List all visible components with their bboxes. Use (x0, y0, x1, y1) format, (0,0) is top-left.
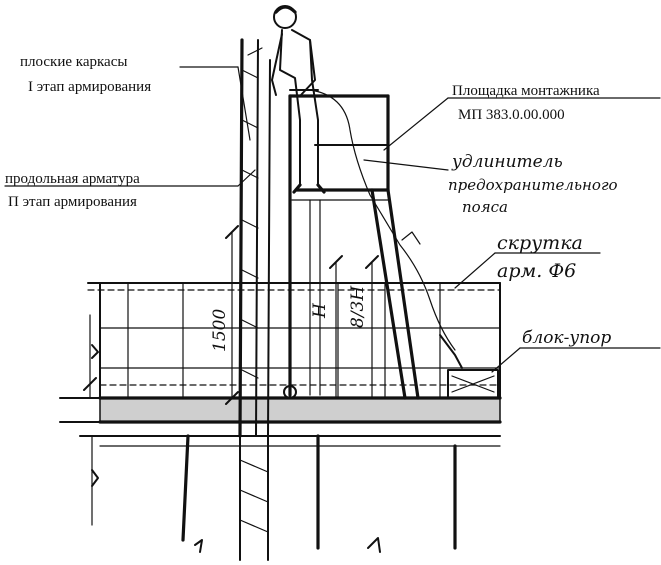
dimension-8-3h: 8/3H (348, 285, 368, 328)
safety-cord (309, 89, 456, 351)
worker-figure (271, 5, 326, 194)
lower-columns (91, 434, 457, 561)
stage-one-label: I этап армирования (28, 79, 152, 95)
dimension-1500: 1500 (210, 308, 230, 352)
section-marks (91, 344, 381, 553)
platform-label: Площадка монтажника (452, 83, 600, 99)
extender-belt-label-2: пояса (462, 198, 508, 216)
extender-belt-label: предохранительного (448, 176, 618, 194)
twist-label: скрутка (497, 232, 583, 254)
leader-lines (4, 66, 661, 373)
wall-mesh (87, 282, 501, 399)
longitudinal-label: продольная арматура (5, 171, 140, 187)
floor-slab (59, 396, 502, 447)
dimension-h: H (310, 303, 330, 318)
platform-code-label: МП 383.0.00.000 (458, 107, 565, 123)
dimension-lines (83, 225, 379, 405)
flat-frames (238, 38, 271, 438)
stage-two-label: П этап армирования (8, 194, 137, 210)
extender-label: удлинитель (452, 152, 563, 172)
installer-platform (283, 94, 420, 400)
flat-frames-label: плоские каркасы (20, 54, 128, 70)
block-stop (439, 334, 499, 399)
block-stop-label: блок-упор (522, 328, 612, 348)
twist-rebar-label: арм. Ф6 (497, 260, 577, 282)
